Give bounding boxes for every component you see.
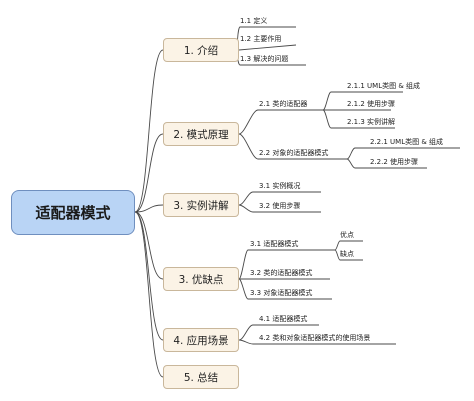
topic-principle[interactable]: 2. 模式原理 [163, 122, 239, 146]
leaf-pc-1-pros[interactable]: 优点 [340, 231, 354, 239]
root-node[interactable]: 适配器模式 [11, 190, 135, 235]
leaf-2-1-1[interactable]: 2.1.1 UML类图 & 组成 [347, 82, 421, 90]
topic-example[interactable]: 3. 实例讲解 [163, 193, 239, 217]
leaf-pc-2[interactable]: 3.2 类的适配器模式 [250, 269, 313, 277]
leaf-1-2[interactable]: 1.2 主要作用 [240, 35, 282, 43]
leaf-pc-1-cons[interactable]: 缺点 [340, 250, 354, 258]
leaf-1-3[interactable]: 1.3 解决的问题 [240, 55, 289, 63]
topic-use-cases[interactable]: 4. 应用场景 [163, 328, 239, 352]
leaf-2-2-2[interactable]: 2.2.2 使用步骤 [370, 158, 419, 166]
leaf-2-1-3[interactable]: 2.1.3 实例讲解 [347, 118, 396, 126]
leaf-2-1-2[interactable]: 2.1.2 使用步骤 [347, 100, 396, 108]
topic-pros-cons[interactable]: 3. 优缺点 [163, 267, 239, 291]
topic-introduction[interactable]: 1. 介绍 [163, 38, 239, 62]
leaf-3-1[interactable]: 3.1 实例概况 [259, 182, 301, 190]
leaf-2-2[interactable]: 2.2 对象的适配器模式 [259, 149, 329, 157]
topic-summary[interactable]: 5. 总结 [163, 365, 239, 389]
leaf-4-2[interactable]: 4.2 类和对象适配器模式的使用场景 [259, 334, 371, 342]
leaf-4-1[interactable]: 4.1 适配器模式 [259, 315, 308, 323]
leaf-2-1[interactable]: 2.1 类的适配器 [259, 100, 308, 108]
leaf-2-2-1[interactable]: 2.2.1 UML类图 & 组成 [370, 138, 444, 146]
leaf-3-2[interactable]: 3.2 使用步骤 [259, 202, 301, 210]
leaf-pc-1[interactable]: 3.1 适配器模式 [250, 240, 299, 248]
leaf-pc-3[interactable]: 3.3 对象适配器模式 [250, 289, 313, 297]
leaf-1-1[interactable]: 1.1 定义 [240, 17, 268, 25]
